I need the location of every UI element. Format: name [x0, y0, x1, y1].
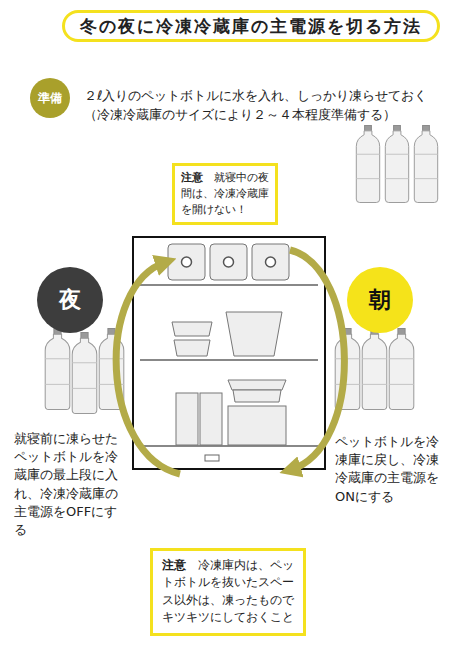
food-container — [233, 390, 281, 402]
bottle — [356, 125, 379, 202]
phase-circle: 夜 — [37, 267, 103, 333]
bottle-group — [45, 329, 124, 414]
title-box: 冬の夜に冷凍冷蔵庫の主電源を切る方法 — [62, 10, 440, 42]
food-box — [200, 393, 222, 445]
cycle-arrows — [116, 250, 344, 474]
fridge-shelf — [140, 359, 318, 361]
circle-fill — [30, 78, 70, 118]
bottle — [72, 333, 97, 414]
bottle-group — [356, 125, 437, 202]
lying-bottle — [210, 244, 247, 280]
food-container — [172, 322, 212, 336]
instruction-text: ペットボトルを冷凍庫に戻し、冷凍冷蔵庫の主電源をONにする — [335, 433, 445, 506]
fridge-shelf — [140, 284, 318, 286]
node-content: 準備 — [38, 92, 62, 104]
title-text: 冬の夜に冷凍冷蔵庫の主電源を切る方法 — [80, 16, 422, 36]
lying-bottle — [252, 244, 289, 280]
refrigerator — [133, 237, 325, 469]
note-box: 注意就寝中の夜間は、冷凍冷蔵庫を開けない！ — [172, 163, 278, 225]
circle-label: 夜 — [59, 287, 81, 312]
note-heading: 注意 — [162, 558, 186, 572]
circle-fill — [347, 267, 413, 333]
bottle-cap — [182, 257, 192, 267]
circle-fill — [37, 267, 103, 333]
bottle-cap — [266, 257, 276, 267]
bottle-cap — [224, 257, 234, 267]
node-content: 夜 — [59, 289, 81, 311]
instruction-text: ２ℓ入りのペットボトルに水を入れ、しっかり凍らせておく（冷凍冷蔵庫のサイズにより… — [84, 87, 442, 125]
note-box: 注意冷凍庫内は、ペットボトルを抜いたスペース以外は、凍ったものでキツキツにしてお… — [150, 548, 306, 636]
circle-label: 朝 — [369, 287, 391, 312]
note-heading: 注意 — [181, 171, 203, 184]
food-box — [228, 406, 286, 445]
food-container — [226, 312, 282, 356]
node-content: 注意冷凍庫内は、ペットボトルを抜いたスペース以外は、凍ったものでキツキツにしてお… — [162, 557, 294, 627]
food-box — [176, 393, 198, 445]
phase-circle: 朝 — [347, 267, 413, 333]
bottle — [414, 125, 437, 202]
lying-bottle — [168, 244, 205, 280]
instruction-text: 就寝前に凍らせたペットボトルを冷蔵庫の最上段に入れ、冷凍冷蔵庫の主電源をOFFに… — [14, 430, 124, 539]
food-container — [174, 340, 210, 356]
circle-label: 準備 — [38, 91, 62, 105]
cycle-arrow — [116, 262, 180, 474]
node-content: 朝 — [369, 289, 391, 311]
step-circle: 準備 — [30, 78, 70, 118]
node-content: 注意就寝中の夜間は、冷凍冷蔵庫を開けない！ — [181, 170, 269, 218]
node-content: 冬の夜に冷凍冷蔵庫の主電源を切る方法 — [80, 14, 422, 39]
bottle — [362, 329, 387, 410]
fridge-body — [133, 237, 325, 469]
food-container — [228, 380, 286, 390]
drawer-handle — [205, 455, 219, 461]
bottle — [45, 329, 70, 410]
bottle — [385, 125, 408, 202]
bottle — [389, 329, 414, 410]
